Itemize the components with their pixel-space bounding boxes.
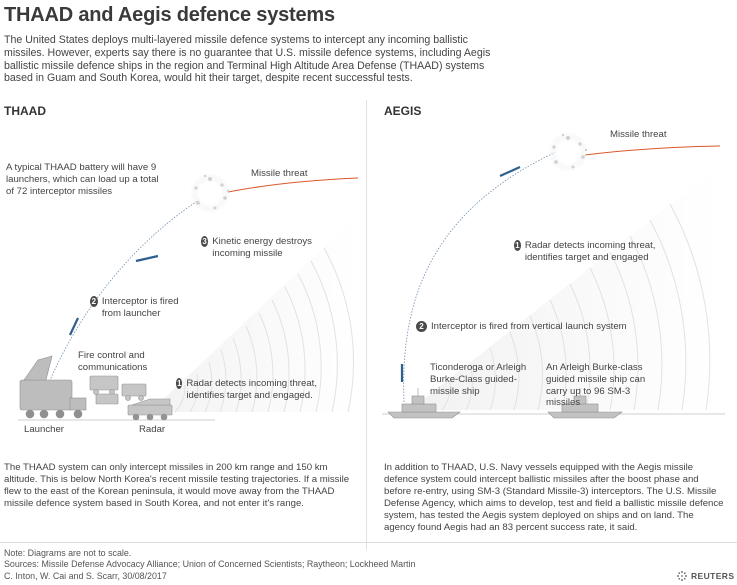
thaad-step-3: 3 Kinetic energy destroys incoming missi… [201,236,326,260]
column-divider [366,100,367,550]
aegis-step-2-text: Interceptor is fired from vertical launc… [431,321,627,332]
step-2-number: 2 [90,296,98,307]
aegis-interceptor-trajectory [403,149,561,403]
thaad-step-1: 1 Radar detects incoming threat, identif… [176,378,336,402]
footer-credit: C. Inton, W. Cai and S. Scarr, 30/08/201… [4,571,167,581]
thaad-explosion-icon [190,173,230,213]
thaad-step-2-text: Interceptor is fired from launcher [101,296,179,319]
aegis-heading: AEGIS [384,104,422,118]
aegis-explosion-icon [548,132,588,172]
fire-control-vehicles-icon [89,375,147,405]
thaad-missile-threat-path [227,177,359,193]
thaad-step-2: 2 Interceptor is fired from launcher [90,296,200,320]
thaad-heading: THAAD [4,104,46,118]
footer-sources: Sources: Missile Defense Advocacy Allian… [4,559,416,569]
aegis-step-2: 2 Interceptor is fired from vertical lau… [416,321,676,333]
step-3-number: 3 [201,236,209,247]
thaad-missile-threat-label: Missile threat [251,168,308,179]
footer-note: Note: Diagrams are not to scale. [4,548,132,558]
thaad-radar-waves-icon [150,215,358,413]
thaad-body-text: The THAAD system can only intercept miss… [4,462,350,509]
thaad-interceptor-missile [69,317,79,336]
reuters-logo-icon [677,571,687,581]
fire-control-label: Fire control and communications [78,350,148,373]
intro-text: The United States deploys multi-layered … [4,34,491,85]
reuters-logo: REUTERS [676,570,734,582]
thaad-launcher-truck-icon [19,355,87,419]
page-title: THAAD and Aegis defence systems [4,4,335,26]
warship-icon [387,388,461,419]
aegis-step-2-number: 2 [416,321,427,332]
aegis-interceptor-segment [499,165,521,178]
aegis-missile-threat-path [584,145,721,156]
aegis-missile-threat-label: Missile threat [610,129,667,140]
arleigh-burke-label: An Arleigh Burke-class guided missile sh… [546,362,646,409]
radar-label: Radar [139,424,166,435]
thaad-step-3-text: Kinetic energy destroys incoming missile [212,236,312,259]
reuters-logo-text: REUTERS [691,571,735,581]
ticonderoga-label: Ticonderoga or Arleigh Burke-Class guide… [430,362,527,397]
step-1-number: 1 [176,378,183,389]
thaad-battery-note: A typical THAAD battery will have 9 laun… [6,162,159,197]
warship-icon-2 [547,388,623,419]
thaad-interceptor-trajectory [44,195,206,393]
footer-divider [0,542,737,543]
thaad-step-1-text: Radar detects incoming threat, identifie… [186,378,317,401]
aegis-radar-waves-icon [410,165,720,411]
thaad-radar-truck-icon [127,398,173,421]
aegis-body-text: In addition to THAAD, U.S. Navy vessels … [384,462,724,533]
aegis-step-1-number: 1 [514,240,521,251]
thaad-interceptor-segment [135,254,159,263]
launcher-label: Launcher [24,424,65,435]
aegis-step-1: 1 Radar detects incoming threat, identif… [514,240,684,264]
aegis-step-1-text: Radar detects incoming threat, identifie… [524,240,656,263]
